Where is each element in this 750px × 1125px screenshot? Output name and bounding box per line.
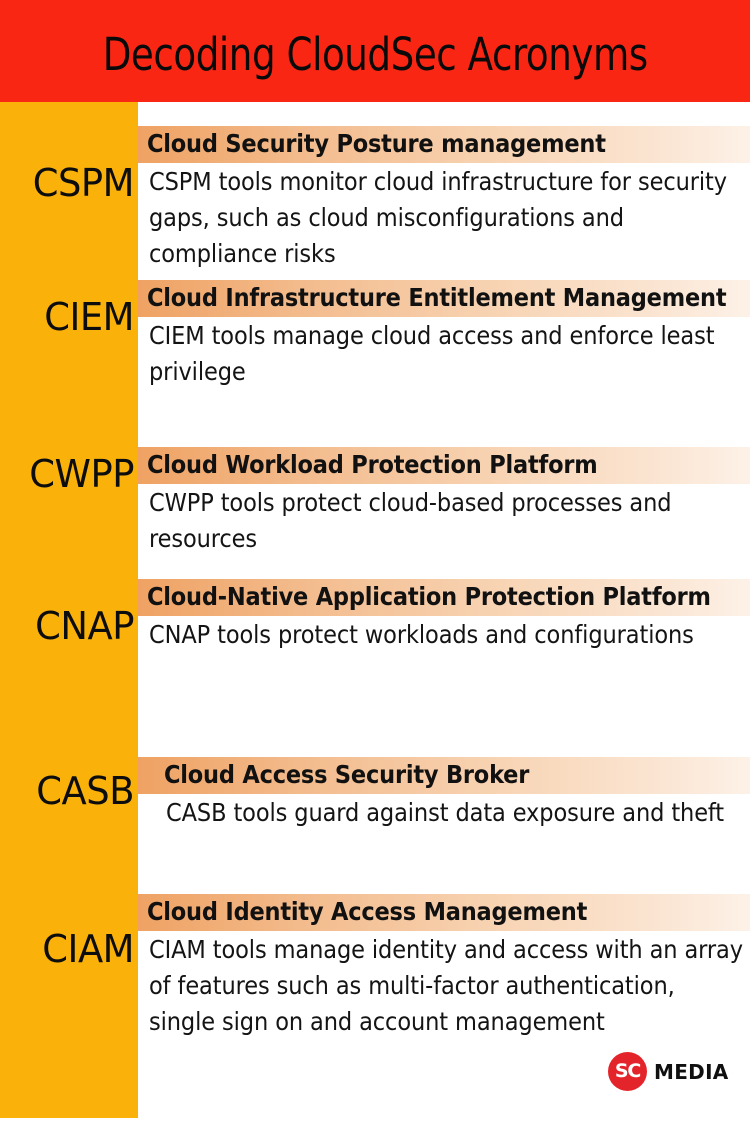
definitions-column: Cloud Security Posture management CSPM t… [138,102,750,1125]
section-heading-ciam: Cloud Identity Access Management [147,897,588,926]
section-body-cnap-wrap: CNAP tools protect workloads and configu… [138,616,750,653]
definition-section-casb: Cloud Access Security Broker CASB tools … [138,757,750,831]
section-heading-ciem: Cloud Infrastructure Entitlement Managem… [147,283,727,312]
definition-section-ciam: Cloud Identity Access Management CIAM to… [138,894,750,1040]
header-banner: Decoding CloudSec Acronyms [0,0,750,102]
section-body-ciem-wrap: CIEM tools manage cloud access and enfor… [138,317,750,390]
section-heading-band-ciam: Cloud Identity Access Management [138,894,750,931]
sc-roundel-icon: SC [608,1052,647,1091]
section-heading-band-cwpp: Cloud Workload Protection Platform [138,447,750,484]
acronym-label-ciam: CIAM [42,927,135,971]
section-body-casb-wrap: CASB tools guard against data exposure a… [138,794,750,831]
acronym-label-ciem: CIEM [44,295,134,339]
section-body-cspm-wrap: CSPM tools monitor cloud infrastructure … [138,163,750,272]
definition-section-cwpp: Cloud Workload Protection Platform CWPP … [138,447,750,557]
section-heading-band-ciem: Cloud Infrastructure Entitlement Managem… [138,280,750,317]
section-heading-band-cspm: Cloud Security Posture management [138,126,750,163]
section-body-cspm: CSPM tools monitor cloud infrastructure … [149,166,727,268]
section-body-ciem: CIEM tools manage cloud access and enfor… [149,320,715,386]
section-heading-cspm: Cloud Security Posture management [147,129,606,158]
definition-section-cnap: Cloud-Native Application Protection Plat… [138,579,750,653]
section-heading-casb: Cloud Access Security Broker [164,760,530,789]
definition-section-cspm: Cloud Security Posture management CSPM t… [138,126,750,272]
sc-media-wordmark: MEDIA [654,1059,729,1084]
acronym-label-cwpp: CWPP [29,452,135,496]
acronym-rail: CSPM CIEM CWPP CNAP CASB CIAM [0,102,138,1118]
section-body-ciam-wrap: CIAM tools manage identity and access wi… [138,931,750,1040]
section-heading-band-casb: Cloud Access Security Broker [138,757,750,794]
sc-roundel-label: SC [614,1059,641,1082]
section-heading-cwpp: Cloud Workload Protection Platform [147,450,598,479]
section-body-casb: CASB tools guard against data exposure a… [166,797,725,827]
section-body-cnap: CNAP tools protect workloads and configu… [149,619,694,649]
section-body-cwpp-wrap: CWPP tools protect cloud-based processes… [138,484,750,557]
section-body-ciam: CIAM tools manage identity and access wi… [149,934,743,1036]
sc-media-logo: SC MEDIA [608,1052,729,1091]
acronym-label-casb: CASB [36,769,134,813]
section-heading-band-cnap: Cloud-Native Application Protection Plat… [138,579,750,616]
section-heading-cnap: Cloud-Native Application Protection Plat… [147,582,711,611]
acronym-label-cnap: CNAP [35,604,134,648]
section-body-cwpp: CWPP tools protect cloud-based processes… [149,487,672,553]
page-title: Decoding CloudSec Acronyms [102,27,648,81]
definition-section-ciem: Cloud Infrastructure Entitlement Managem… [138,280,750,390]
acronym-label-cspm: CSPM [32,161,135,205]
